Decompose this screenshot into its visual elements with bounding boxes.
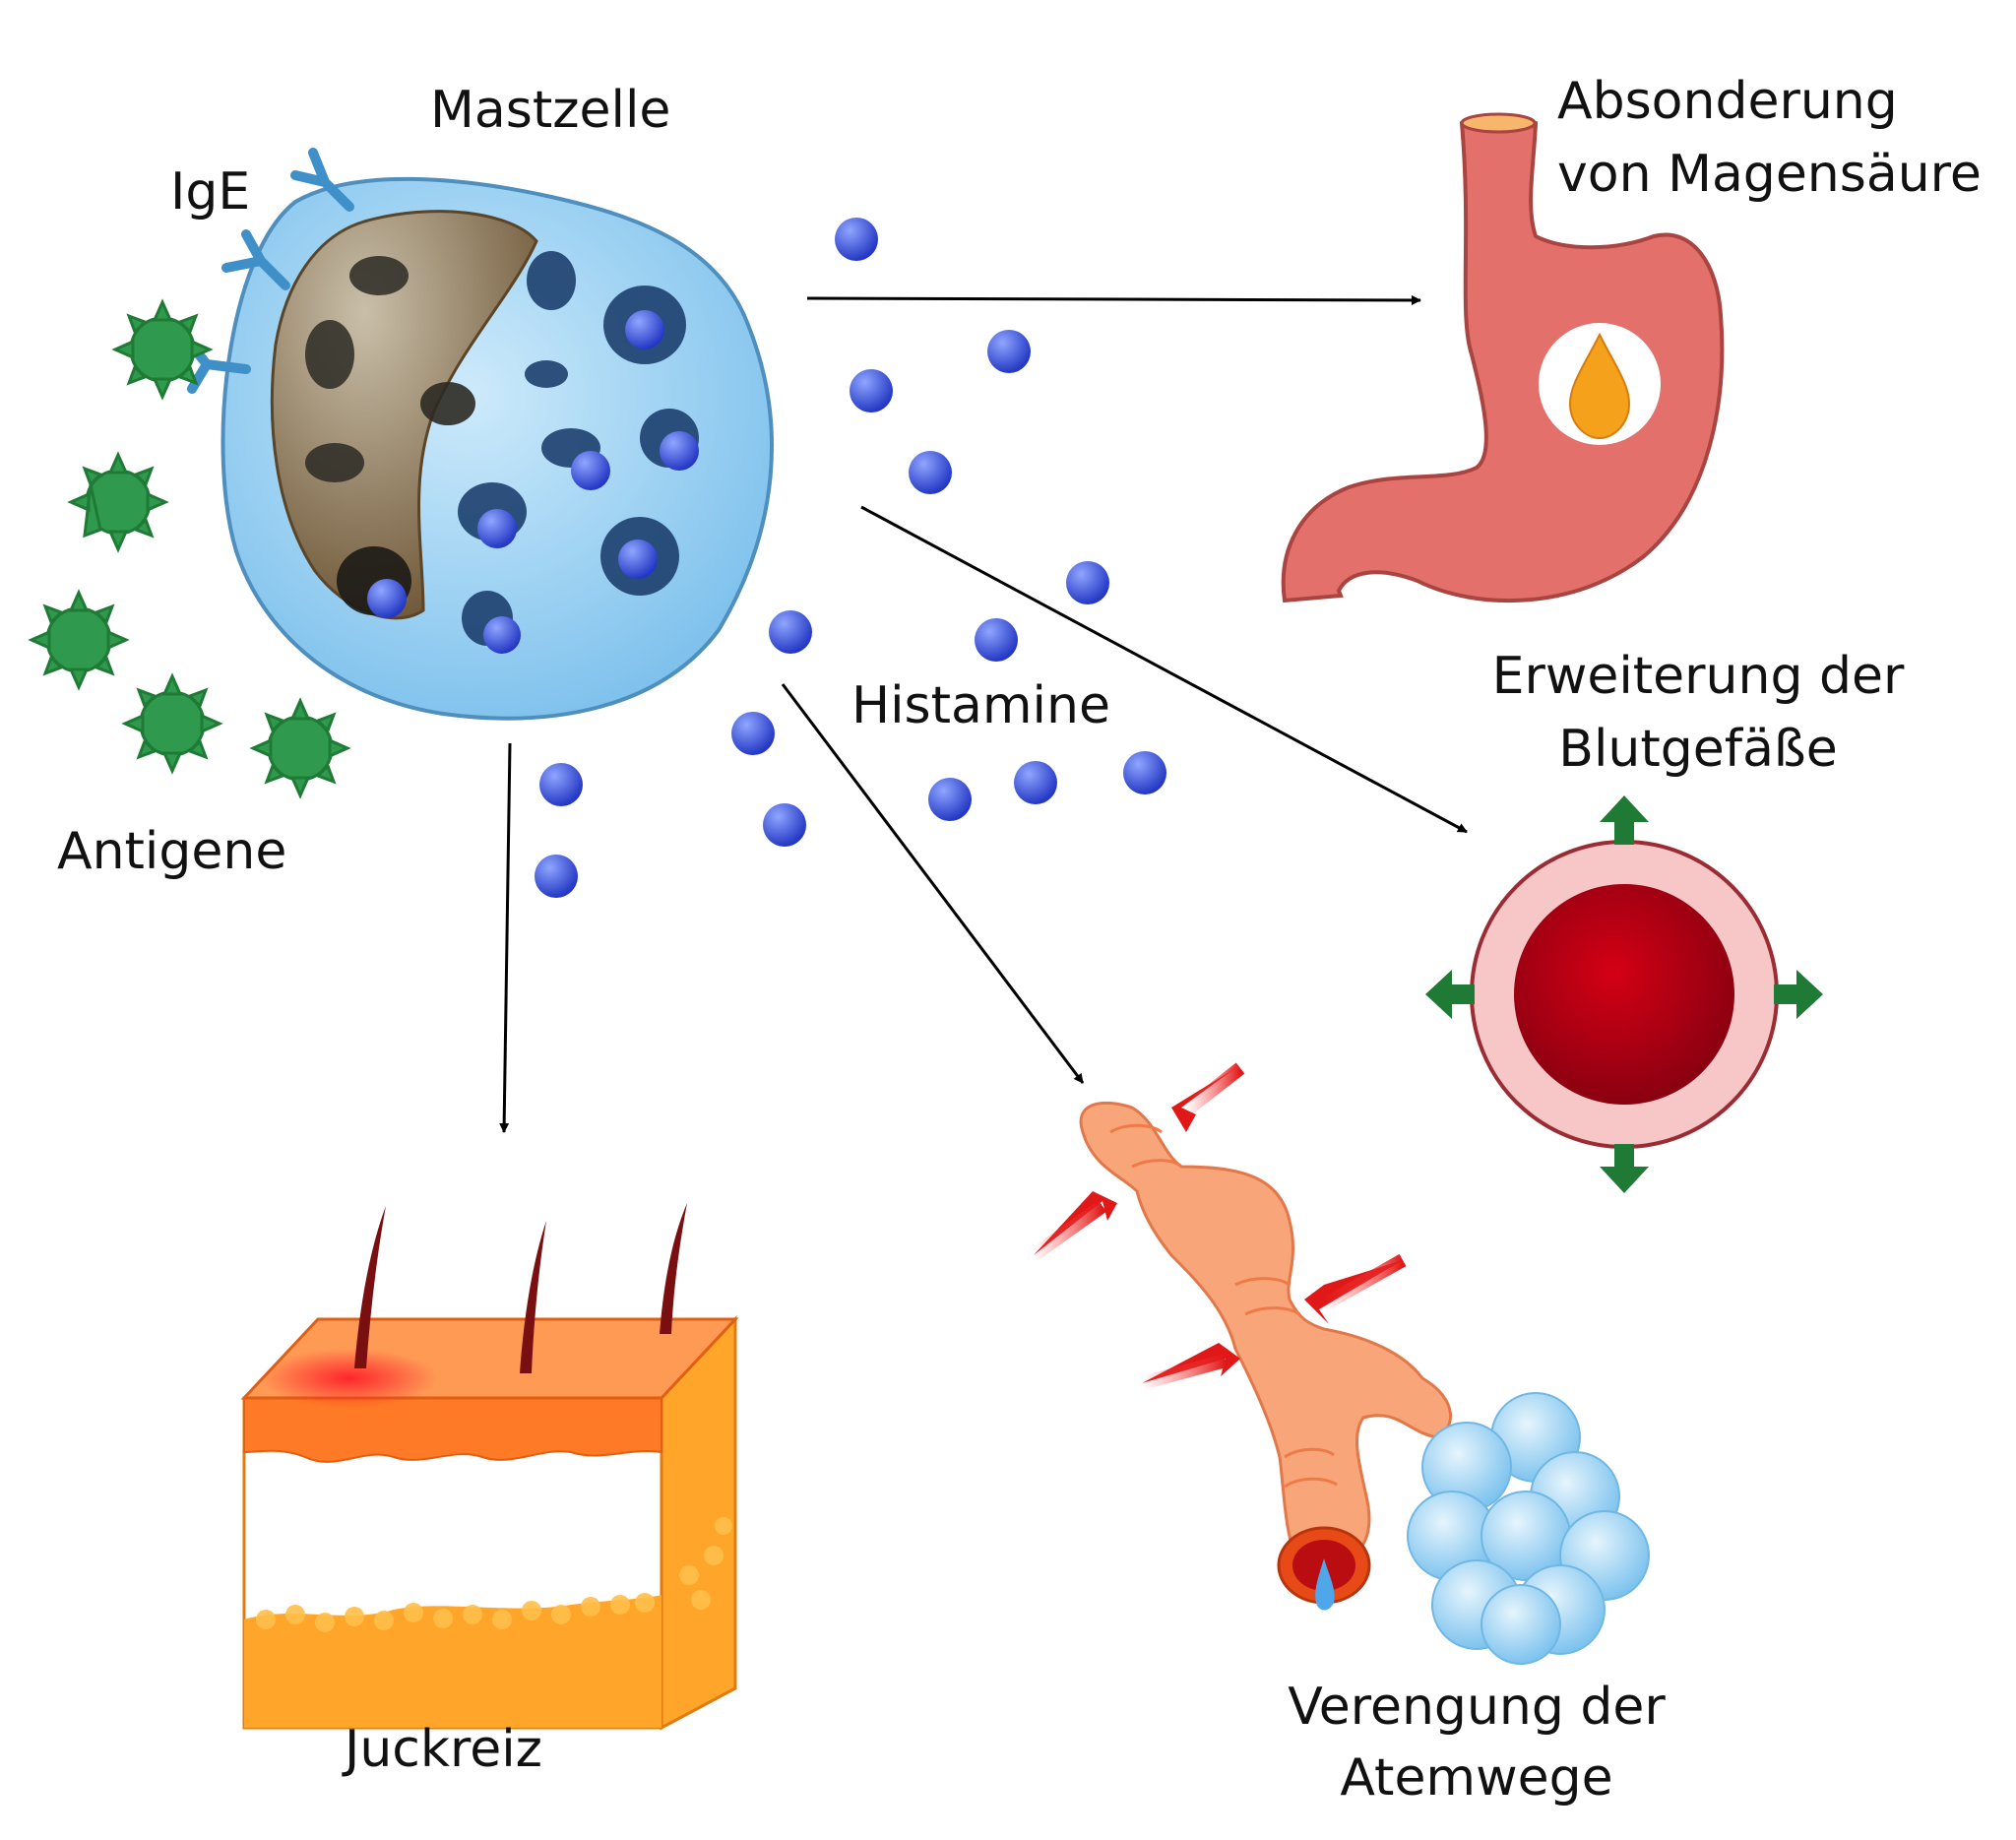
histamine-molecule-icon <box>909 451 952 494</box>
histamine-molecule-icon <box>769 610 812 654</box>
acid-drop-icon <box>1568 332 1631 440</box>
label-stomach-line2: von Magensäure <box>1557 145 1982 204</box>
histamine-molecule-icon <box>731 712 775 755</box>
arrow-to-vessel <box>860 505 1468 834</box>
label-antigens: Antigene <box>57 822 287 881</box>
label-airway-line2: Atemwege <box>1340 1748 1613 1808</box>
histamine-molecule-icon <box>535 855 578 898</box>
label-mast-cell: Mastzelle <box>430 81 671 140</box>
mast-cell-icon <box>220 176 774 721</box>
histamine-molecule-icon <box>1123 751 1166 794</box>
granules <box>367 251 699 654</box>
arrow-to-stomach <box>806 294 1421 305</box>
histamine-molecule-icon <box>539 763 583 806</box>
blood-vessel-icon <box>1425 795 1823 1193</box>
expand-arrows <box>1425 795 1823 1193</box>
histamine-molecule-icon <box>835 218 878 261</box>
histamine-molecule-icon <box>850 369 893 412</box>
label-ige: IgE <box>170 162 251 222</box>
label-vessel-line2: Blutgefäße <box>1558 720 1838 779</box>
histamine-molecule-icon <box>987 330 1031 373</box>
histamine-molecule-icon <box>1066 561 1109 604</box>
arrow-to-skin <box>499 742 512 1133</box>
stomach-icon <box>1281 112 1725 603</box>
histamine-molecule-icon <box>763 803 806 847</box>
arrow-to-airway <box>781 683 1085 1084</box>
label-vessel-line1: Erweiterung der <box>1491 647 1905 706</box>
ige-antibody-icon <box>182 148 354 394</box>
label-airway-line1: Verengung der <box>1288 1678 1666 1737</box>
bronchi-icon <box>1079 1101 1452 1611</box>
pathway-arrows <box>499 294 1468 1133</box>
constriction-arrows <box>1029 1062 1407 1390</box>
skin-icon <box>240 1203 739 1731</box>
label-histamine: Histamine <box>851 676 1110 735</box>
antigen-icon <box>28 298 351 799</box>
alveoli-icon <box>1407 1392 1650 1665</box>
label-stomach-line1: Absonderung <box>1557 72 1898 131</box>
hair-icon <box>354 1203 687 1373</box>
label-itch: Juckreiz <box>345 1720 542 1779</box>
histamine-molecule-icon <box>1014 761 1057 804</box>
histamine-molecule-icon <box>975 618 1018 662</box>
histamine-molecules <box>535 218 1166 898</box>
histamine-molecule-icon <box>928 778 972 821</box>
